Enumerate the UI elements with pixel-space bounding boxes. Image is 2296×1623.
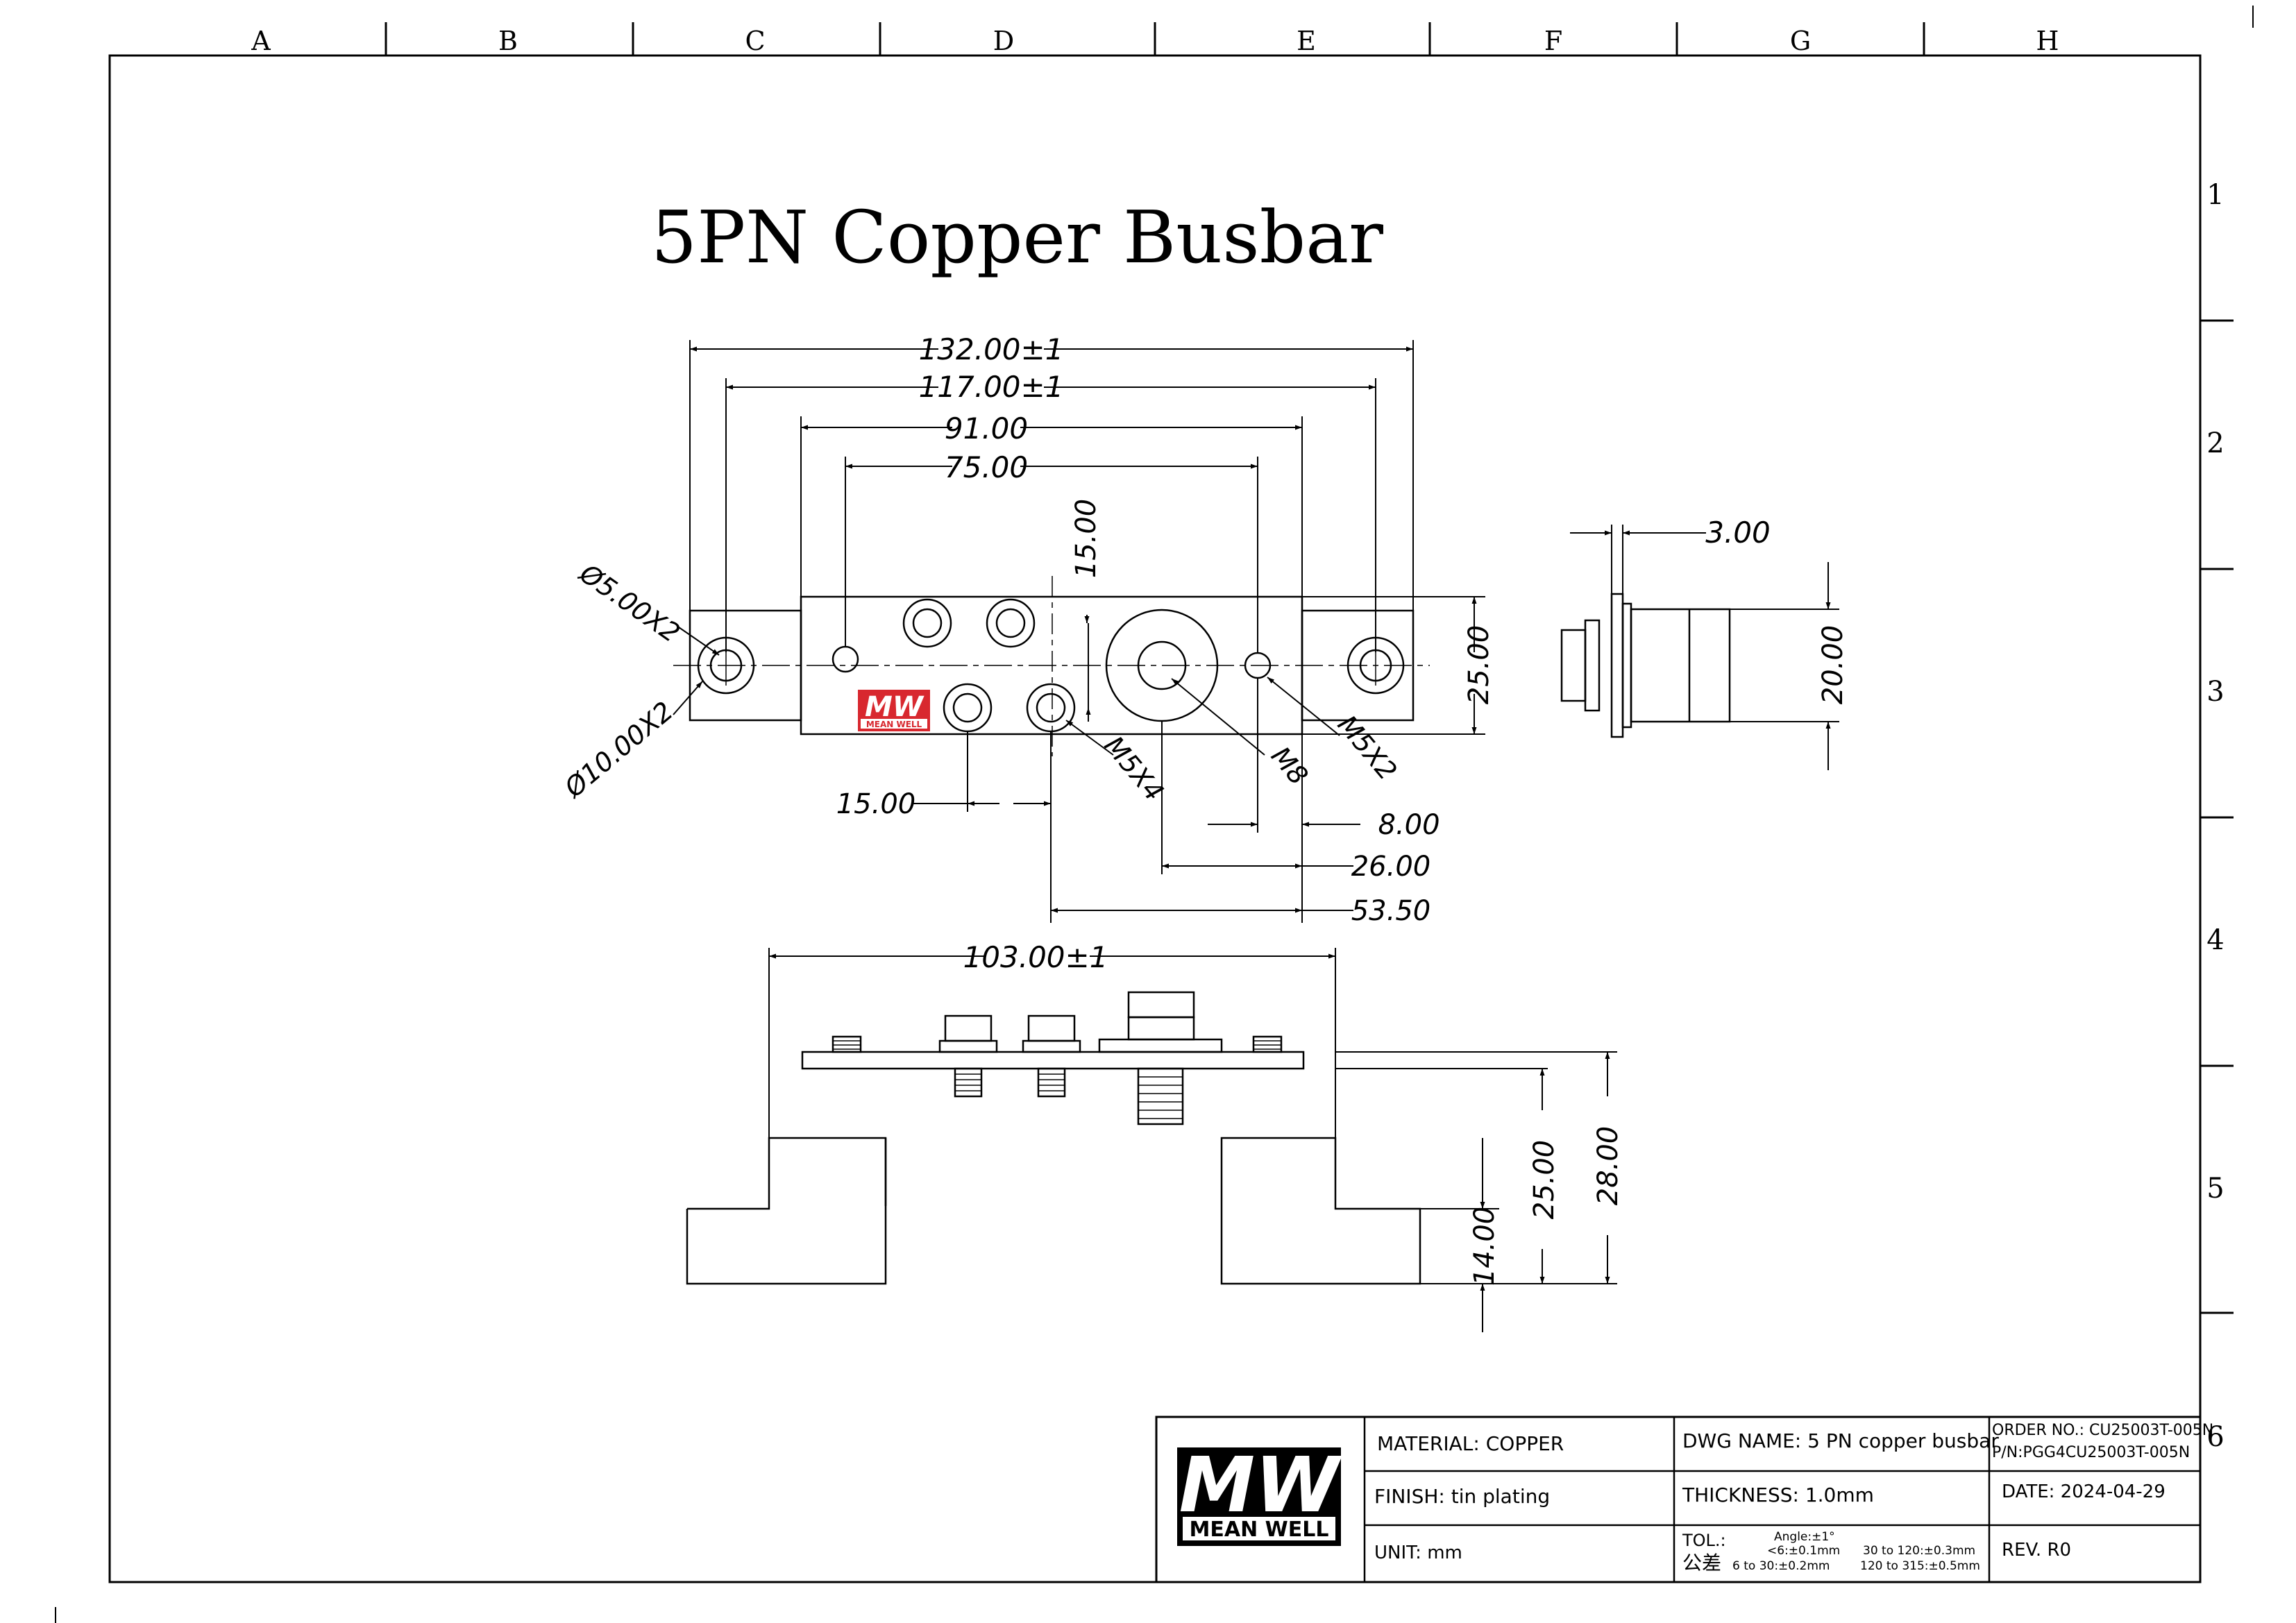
zone-col-f: F — [1544, 26, 1562, 56]
tb-tol-4: 120 to 315:±0.5mm — [1860, 1559, 1980, 1573]
tb-dwg-name: DWG NAME: 5 PN copper busbar — [1682, 1429, 1999, 1452]
side-view-dimensions — [1570, 525, 1839, 770]
front-view-dimensions — [768, 948, 1617, 1332]
tb-finish: FINISH: tin plating — [1374, 1485, 1550, 1508]
zone-col-e: E — [1297, 26, 1316, 56]
callout-hole-large: Ø10.00X2 — [558, 695, 679, 804]
top-view-dimensions — [673, 340, 1485, 923]
zone-col-a: A — [251, 26, 271, 56]
tb-tol-label: TOL.: — [1682, 1531, 1726, 1550]
callout-thread-m5x4: M5X4 — [1099, 730, 1170, 806]
side-view — [1560, 593, 1731, 738]
drawing-title: 5PN Copper Busbar — [651, 195, 1383, 280]
busbar-logo: MW MEAN WELL — [858, 690, 930, 731]
title-block-logo: MW MEAN WELL — [1177, 1441, 1342, 1546]
dim-front-width: 103.00±1 — [963, 940, 1108, 974]
dim-row-offset: 15.00 — [1070, 499, 1102, 579]
callout-thread-m8: M8 — [1265, 741, 1314, 791]
title-block — [1155, 1416, 2202, 1583]
busbar-logo-mark: MW — [865, 691, 925, 723]
zone-row-3: 3 — [2206, 676, 2224, 708]
tb-thickness: THICKNESS: 1.0mm — [1682, 1484, 1874, 1506]
title-logo-mark: MW — [1179, 1441, 1342, 1529]
zone-col-b: B — [498, 26, 518, 56]
zone-col-d: D — [993, 26, 1014, 56]
title-logo-brand: MEAN WELL — [1190, 1518, 1329, 1542]
zone-row-1: 1 — [2206, 179, 2224, 211]
tb-date: DATE: 2024-04-29 — [2002, 1481, 2166, 1502]
dim-block-height: 25.00 — [1463, 625, 1495, 705]
zone-col-c: C — [745, 26, 765, 56]
dim-front-28: 28.00 — [1592, 1126, 1624, 1206]
zone-row-2: 2 — [2206, 427, 2224, 459]
zone-row-6: 6 — [2206, 1421, 2224, 1453]
dim-block-inner-pitch: 75.00 — [945, 450, 1028, 484]
tb-tol-cn: 公差 — [1682, 1552, 1721, 1574]
zone-row-4: 4 — [2206, 924, 2224, 956]
dim-offset-26: 26.00 — [1351, 851, 1431, 883]
top-view — [673, 576, 1430, 756]
dim-side-thickness: 3.00 — [1705, 516, 1771, 550]
tb-tol-1: <6:±0.1mm — [1767, 1544, 1840, 1558]
front-view — [686, 991, 1421, 1285]
tb-tol-3: 30 to 120:±0.3mm — [1863, 1544, 1975, 1558]
tb-material: MATERIAL: COPPER — [1377, 1432, 1564, 1455]
zone-col-g: G — [1790, 26, 1811, 56]
busbar-logo-brand: MEAN WELL — [866, 720, 922, 729]
dim-block-length: 91.00 — [945, 411, 1028, 445]
zone-row-5: 5 — [2206, 1173, 2224, 1205]
tb-rev: REV. R0 — [2002, 1540, 2071, 1561]
dim-front-25: 25.00 — [1528, 1140, 1560, 1220]
tb-pn: P/N:PGG4CU25003T-005N — [1992, 1444, 2190, 1461]
dim-offset-53: 53.50 — [1351, 895, 1431, 927]
callout-hole-small: Ø5.00X2 — [573, 557, 686, 649]
dim-front-14: 14.00 — [1469, 1207, 1501, 1286]
zone-col-h: H — [2036, 26, 2059, 56]
tb-tol-angle: Angle:±1° — [1774, 1530, 1835, 1544]
tb-unit: UNIT: mm — [1374, 1543, 1462, 1563]
front-view-threads — [833, 1040, 1281, 1119]
dim-offset-8: 8.00 — [1378, 809, 1440, 841]
dim-outer-hole-pitch: 117.00±1 — [919, 370, 1064, 404]
drawing-frame — [55, 6, 2254, 1623]
dim-side-height: 20.00 — [1817, 625, 1849, 705]
tb-tol-2: 6 to 30:±0.2mm — [1732, 1559, 1830, 1573]
dim-hole-pitch-bottom: 15.00 — [836, 788, 916, 820]
tb-order-no: ORDER NO.: CU25003T-005N — [1992, 1422, 2213, 1439]
dim-overall-length: 132.00±1 — [919, 332, 1064, 366]
